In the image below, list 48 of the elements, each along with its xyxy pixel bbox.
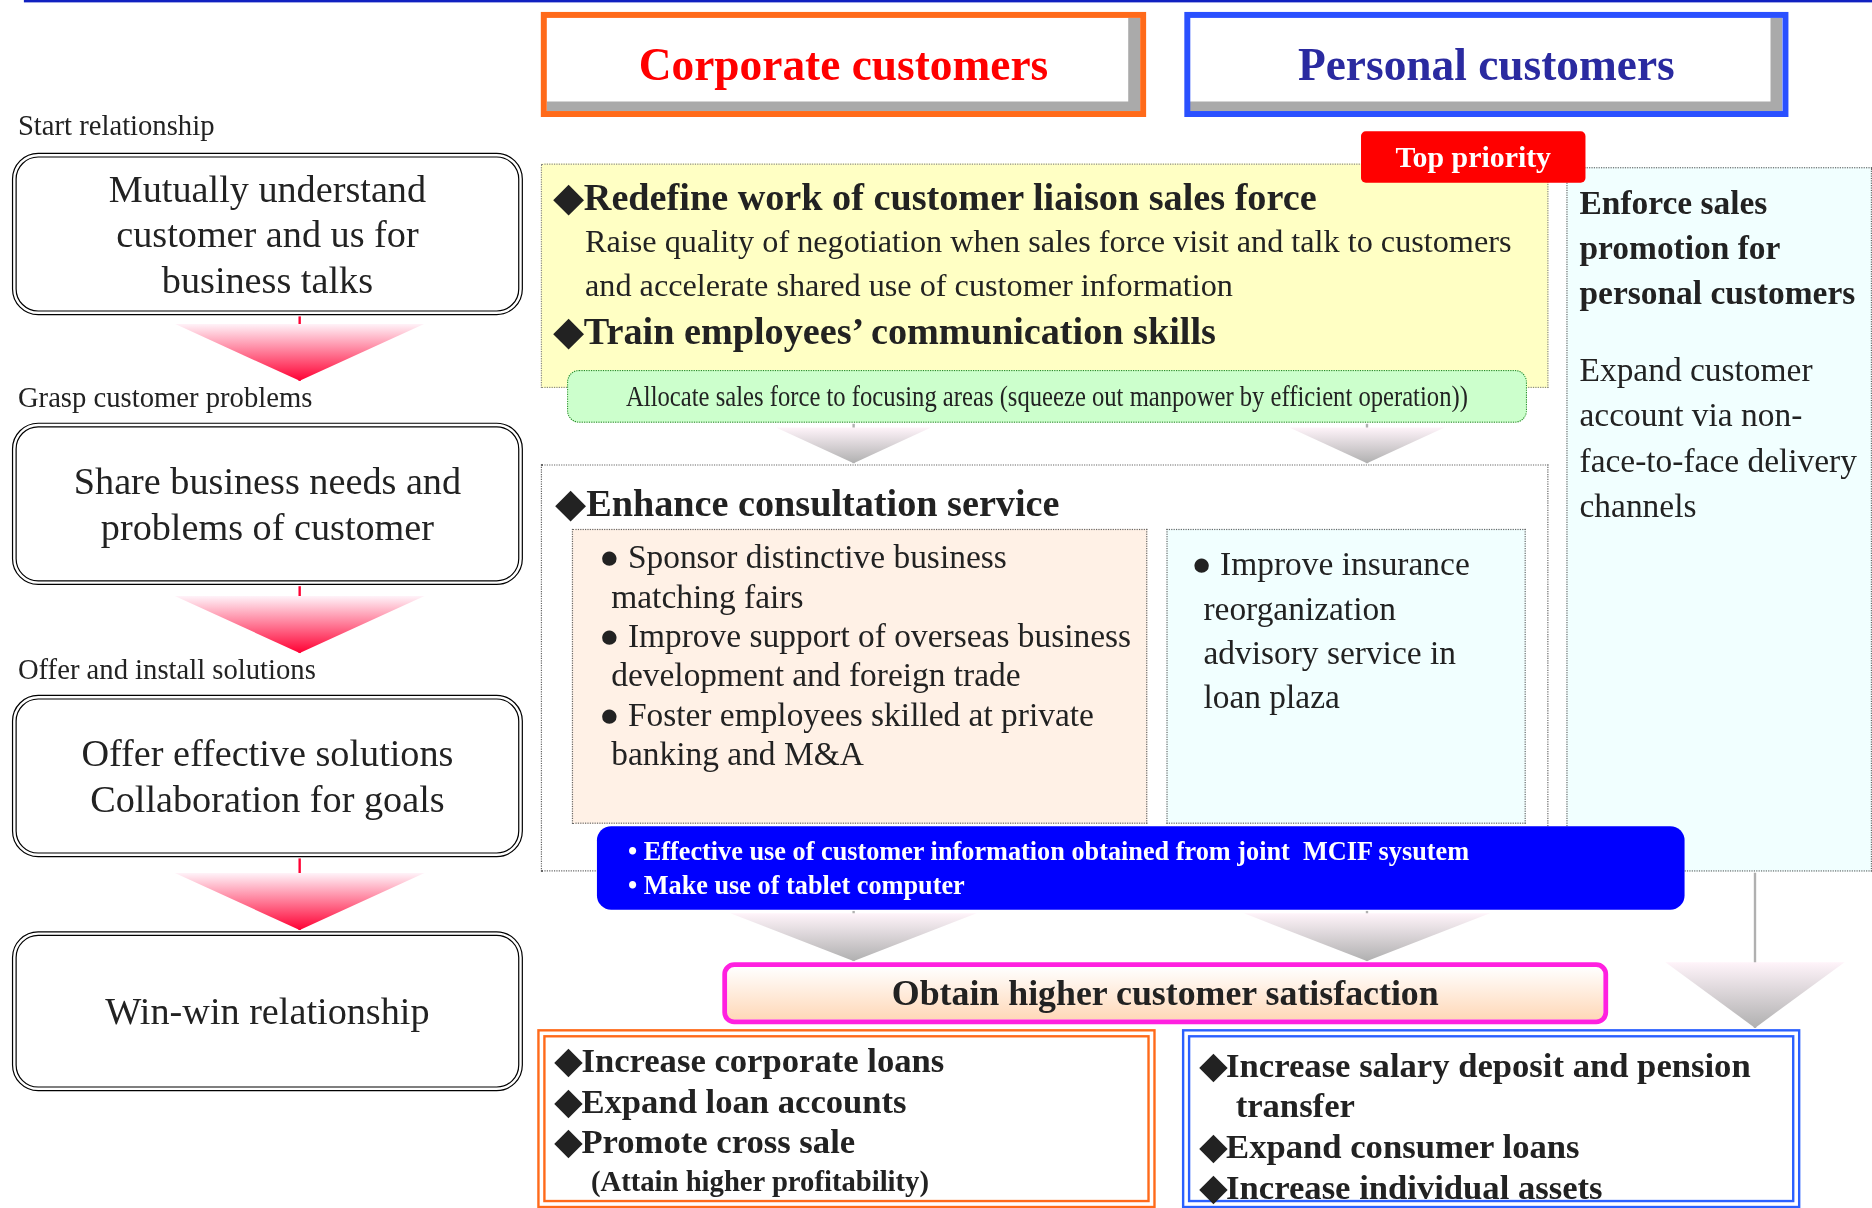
outcome-item: ◆Promote cross sale — [555, 1121, 857, 1162]
stage-text: Win-win relationship — [105, 988, 430, 1034]
outcome-item: ◆Expand consumer loans — [1199, 1126, 1581, 1167]
chevron-arrow — [174, 316, 425, 381]
panel-heading: Enforce sales promotion for personal customers — [1579, 182, 1857, 314]
column-header: Corporate customers — [540, 11, 1147, 117]
note-box — [567, 370, 1527, 423]
outcome-item: ◆Increase individual assets — [1199, 1166, 1604, 1207]
chevron-arrow — [730, 910, 977, 962]
service-list-box — [571, 528, 1148, 824]
chevron-arrow — [1244, 910, 1490, 962]
panel-description: Raise quality of negotiation when sales force visit and talk to customers and accelerate shared use of customer information — [584, 222, 1513, 306]
note-text: Allocate sales force to focusing areas (squeeze out manpower by efficient operation)) — [626, 380, 1468, 413]
priority-badge: Top priority — [1361, 131, 1586, 183]
stage-heading: Offer and install solutions — [17, 654, 316, 687]
outcome-item: ◆Expand loan accounts — [555, 1080, 908, 1122]
column-header: Personal customers — [1184, 11, 1789, 117]
outcome-box — [537, 1029, 1156, 1208]
bullet-item: ● Sponsor distinctive business matching fairs — [598, 537, 1008, 617]
outcome-item: ◆Increase corporate loans — [555, 1040, 946, 1081]
chevron-arrow — [174, 858, 425, 931]
stage-box: Share business needs and problems of customer — [11, 422, 523, 585]
bullet-item: ● Improve support of overseas business development and foreign trade — [598, 616, 1133, 695]
banner-item: • Make use of tablet computer — [628, 869, 966, 903]
stage-heading: Start relationship — [17, 109, 215, 143]
outcome-item: (Attain higher profitability) — [589, 1165, 930, 1200]
stage-box: Offer effective solutions Collaboration for goals — [11, 694, 523, 858]
outcome-box — [1181, 1029, 1801, 1208]
panel-heading: ◆Redefine work of customer liaison sales force — [553, 174, 1318, 220]
panel-heading: ◆Train employees’ communication skills — [553, 308, 1217, 354]
outcome-item: ◆Increase salary deposit and pension transfer — [1199, 1044, 1752, 1126]
service-panel — [540, 464, 1549, 872]
banner-item: • Effective use of customer information obtained from joint MCIF sysutem — [628, 834, 1471, 868]
chevron-arrow — [1665, 872, 1845, 1028]
stage-box: Mutually understand customer and us for business talks — [11, 152, 523, 316]
bullet-item: ● Improve insurance reorganization advisory service in loan plaza — [1190, 544, 1471, 718]
info-banner — [596, 826, 1685, 910]
promotion-panel — [1566, 167, 1872, 872]
service-list-box — [1166, 528, 1526, 824]
stage-heading: Grasp customer problems — [17, 382, 313, 415]
panel-description: Expand customer account via non-face-to-face delivery channels — [1579, 350, 1858, 527]
bullet-item: ● Foster employees skilled at private banking and M&A — [598, 695, 1095, 774]
stage-box — [11, 931, 523, 1092]
chevron-arrow — [776, 423, 932, 464]
chevron-arrow — [1289, 423, 1445, 464]
chevron-arrow — [174, 586, 425, 654]
goal-box: Obtain higher customer satisfaction — [722, 962, 1609, 1025]
panel-heading: ◆Enhance consultation service — [556, 480, 1060, 526]
